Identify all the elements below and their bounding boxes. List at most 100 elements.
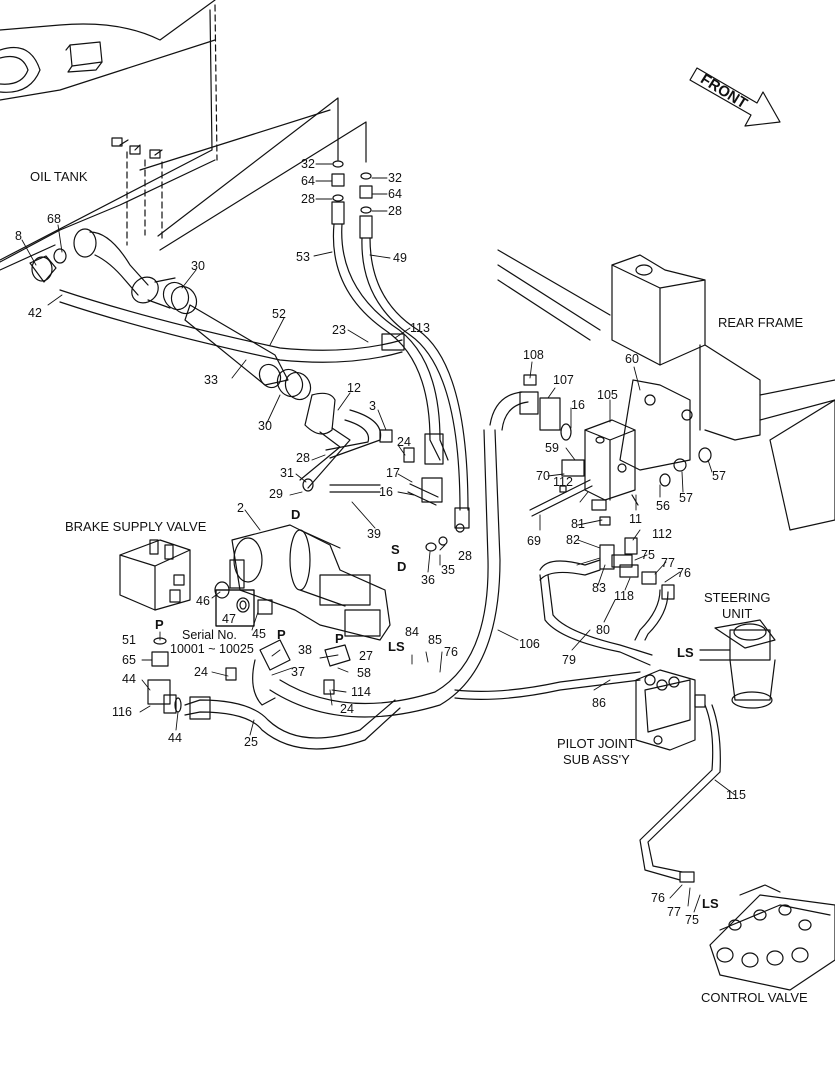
- block-valve: [529, 419, 639, 526]
- part-58: 58: [357, 666, 371, 680]
- part-33: 33: [204, 373, 218, 387]
- pilot-joint: [635, 669, 706, 751]
- part-76-pump: 76: [444, 645, 458, 659]
- port-p-brake: P: [155, 617, 164, 632]
- front-arrow: [689, 67, 781, 127]
- part-82: 82: [566, 533, 580, 547]
- part-32-right: 32: [388, 171, 402, 185]
- part-86: 86: [592, 696, 606, 710]
- hose-25: [184, 696, 401, 750]
- part-60: 60: [625, 352, 639, 366]
- part-44-lower: 44: [168, 731, 182, 745]
- part-23: 23: [332, 323, 346, 337]
- part-79: 79: [562, 653, 576, 667]
- part-76-upper: 76: [677, 566, 691, 580]
- part-112-block: 112: [553, 475, 573, 489]
- part-70: 70: [536, 469, 550, 483]
- part-65: 65: [122, 653, 136, 667]
- part-84: 84: [405, 625, 419, 639]
- part-76-lower: 76: [651, 891, 665, 905]
- part-12: 12: [347, 381, 361, 395]
- part-31: 31: [280, 466, 294, 480]
- part-28-pump: 28: [296, 451, 310, 465]
- part-115: 115: [726, 788, 746, 802]
- dashed-leaders: [139, 97, 367, 251]
- part-8: 8: [15, 229, 22, 243]
- part-53: 53: [296, 250, 310, 264]
- part-108: 108: [523, 348, 544, 362]
- main-pump: [214, 524, 391, 706]
- part-24-lower: 24: [340, 702, 354, 716]
- part-112-upper: 112: [652, 527, 672, 541]
- part-25: 25: [244, 735, 258, 749]
- port-ls-steering: LS: [677, 645, 694, 660]
- part-35: 35: [441, 563, 455, 577]
- part-42: 42: [28, 306, 42, 320]
- hose-86: [454, 671, 641, 700]
- part-32-left: 32: [301, 157, 315, 171]
- part-52: 52: [272, 307, 286, 321]
- part-16-pump: 16: [379, 485, 393, 499]
- part-29: 29: [269, 487, 283, 501]
- rear-frame: [497, 249, 835, 531]
- part-17: 17: [386, 466, 400, 480]
- hose-115: [639, 704, 721, 883]
- part-81: 81: [571, 517, 585, 531]
- part-44-upper: 44: [122, 672, 136, 686]
- part-68: 68: [47, 212, 61, 226]
- port-d-pump: D: [291, 507, 301, 522]
- port-p-pump-2: P: [335, 631, 344, 646]
- port-d-pump-2: D: [397, 559, 407, 574]
- part-116: 116: [112, 705, 132, 719]
- part-11: 11: [629, 512, 642, 526]
- part-57-frame: 57: [712, 469, 726, 483]
- brake-supply-valve-label: BRAKE SUPPLY VALVE: [65, 519, 207, 534]
- part-75-lower: 75: [685, 913, 699, 927]
- rear-frame-label: REAR FRAME: [718, 315, 804, 330]
- part-113: 113: [410, 321, 430, 335]
- part-77-lower: 77: [667, 905, 681, 919]
- control-valve: [709, 884, 835, 991]
- part-80: 80: [596, 623, 610, 637]
- part-51: 51: [122, 633, 136, 647]
- hose-106: [269, 374, 572, 718]
- part-38: 38: [298, 643, 312, 657]
- oil-tank-label: OIL TANK: [30, 169, 88, 184]
- part-39: 39: [367, 527, 381, 541]
- part-114: 114: [351, 685, 371, 699]
- part-24-top: 24: [397, 435, 411, 449]
- valve-83-area: [539, 537, 675, 666]
- part-28-right: 28: [388, 204, 402, 218]
- part-64-left: 64: [301, 174, 315, 188]
- leader-lines: [21, 163, 736, 913]
- part-75-upper: 75: [641, 548, 655, 562]
- part-28-lower: 28: [458, 549, 472, 563]
- port-ls-control: LS: [702, 896, 719, 911]
- part-16-block: 16: [571, 398, 585, 412]
- part-106: 106: [519, 637, 540, 651]
- part-24-left: 24: [194, 665, 208, 679]
- port-p-pump-1: P: [277, 627, 286, 642]
- part-85: 85: [428, 633, 442, 647]
- part-46: 46: [196, 594, 210, 608]
- part-27: 27: [359, 649, 373, 663]
- part-45: 45: [252, 627, 266, 641]
- part-56: 56: [656, 499, 670, 513]
- port-ls-pump: LS: [388, 639, 405, 654]
- part-36: 36: [421, 573, 435, 587]
- serial-box: [215, 589, 255, 627]
- part-3: 3: [369, 399, 376, 413]
- pilot-joint-label-1: PILOT JOINT: [557, 736, 636, 751]
- part-59: 59: [545, 441, 559, 455]
- part-28-left: 28: [301, 192, 315, 206]
- control-valve-label: CONTROL VALVE: [701, 990, 808, 1005]
- part-2: 2: [237, 501, 244, 515]
- part-64-right: 64: [388, 187, 402, 201]
- oil-tank: [0, 0, 218, 271]
- part-30-bottom: 30: [258, 419, 272, 433]
- port-s: S: [391, 542, 400, 557]
- part-105: 105: [597, 388, 618, 402]
- hoses-upper: [59, 160, 470, 533]
